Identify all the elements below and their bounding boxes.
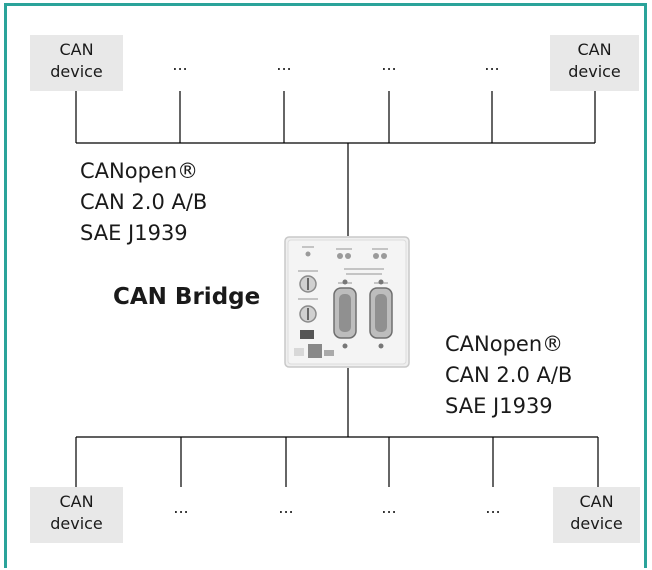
top-ellipsis-2: ... — [264, 57, 304, 73]
device-label-line1: CAN — [30, 39, 123, 61]
protocol-j1939: SAE J1939 — [80, 218, 207, 249]
bottom-ellipsis-2: ... — [266, 500, 306, 516]
device-label-line2: device — [30, 61, 123, 83]
device-label-line2: device — [550, 61, 639, 83]
top-ellipsis-4: ... — [472, 57, 512, 73]
device-label-line1: CAN — [30, 491, 123, 513]
bottom-ellipsis-1: ... — [161, 500, 201, 516]
bottom-ellipsis-4: ... — [473, 500, 513, 516]
device-label-line2: device — [553, 513, 640, 535]
device-label-line1: CAN — [553, 491, 640, 513]
device-label-line1: CAN — [550, 39, 639, 61]
top-ellipsis-1: ... — [160, 57, 200, 73]
bottom-left-can-device: CAN device — [30, 487, 123, 543]
protocol-can20ab: CAN 2.0 A/B — [445, 360, 572, 391]
lower-protocol-list: CANopen® CAN 2.0 A/B SAE J1939 — [445, 329, 572, 422]
protocol-canopen: CANopen® — [80, 156, 207, 187]
protocol-can20ab: CAN 2.0 A/B — [80, 187, 207, 218]
can-bridge-device-image — [284, 236, 410, 368]
top-ellipsis-3: ... — [369, 57, 409, 73]
top-left-can-device: CAN device — [30, 35, 123, 91]
protocol-canopen: CANopen® — [445, 329, 572, 360]
upper-protocol-list: CANopen® CAN 2.0 A/B SAE J1939 — [80, 156, 207, 249]
protocol-j1939: SAE J1939 — [445, 391, 572, 422]
device-label-line2: device — [30, 513, 123, 535]
bottom-right-can-device: CAN device — [553, 487, 640, 543]
bridge-title: CAN Bridge — [113, 284, 260, 310]
bottom-ellipsis-3: ... — [369, 500, 409, 516]
top-right-can-device: CAN device — [550, 35, 639, 91]
